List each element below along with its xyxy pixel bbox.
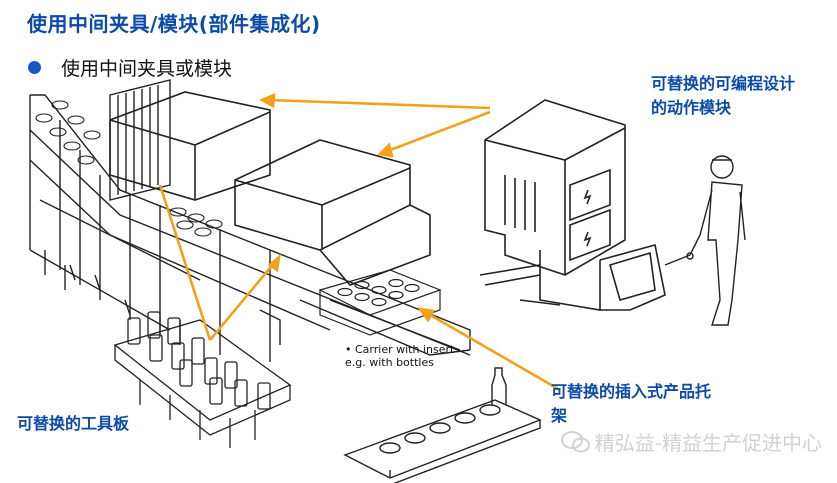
drawing-note: • Carrier with insert e.g. with bottles: [345, 343, 454, 369]
tool-plate: [113, 311, 292, 448]
label-insert-tray: 可替换的插入式产品托架: [551, 382, 712, 425]
pointer-arrows: [158, 92, 561, 392]
drawing-note-line2: e.g. with bottles: [345, 356, 434, 369]
operator-figure: [664, 155, 746, 326]
watermark: 精弘益-精益生产促进中心: [560, 427, 822, 456]
wechat-icon: [560, 430, 590, 452]
module-box-2: [234, 139, 431, 286]
programmable-module-unit: [479, 99, 666, 311]
label-programmable-module: 可替换的可编程设计的动作模块: [651, 74, 796, 117]
insert-tray: [343, 367, 542, 483]
bullet-dot-icon: [28, 61, 41, 74]
rear-enclosure: [109, 79, 171, 201]
module-box-1: [109, 91, 271, 201]
bullet-text: 使用中间夹具或模块: [61, 58, 233, 80]
drawing-note-line1: • Carrier with insert: [345, 343, 455, 356]
watermark-text: 精弘益-精益生产促进中心: [594, 431, 822, 455]
conveyor-rollers: [35, 100, 223, 237]
conveyor-carrier: [318, 269, 442, 336]
frame-legs: [44, 250, 281, 345]
conveyor-frame: [29, 94, 471, 362]
bullet-item: 使用中间夹具或模块: [28, 54, 232, 81]
label-tool-plate: 可替换的工具板: [17, 414, 130, 433]
page-title: 使用中间夹具/模块(部件集成化): [27, 12, 321, 36]
